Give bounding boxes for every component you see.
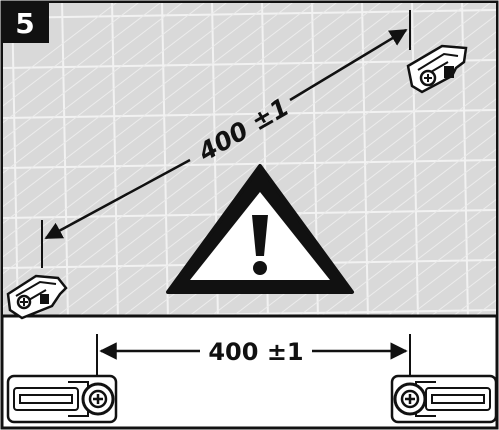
warning-triangle-icon <box>166 164 354 294</box>
wall-bracket-icon <box>406 44 468 94</box>
wall-bracket-icon <box>390 374 498 424</box>
wall-dimension-line-right <box>289 28 408 102</box>
bracket-dimension-label: 400 ±1 <box>208 338 303 366</box>
wall-bracket-icon <box>6 274 68 320</box>
wall-dimension-line-left <box>44 158 191 240</box>
bracket-dimension: 400 ±1 <box>96 334 411 380</box>
wall-bracket-icon <box>6 374 118 424</box>
step-badge: 5 <box>3 3 49 43</box>
step-number: 5 <box>15 7 34 40</box>
